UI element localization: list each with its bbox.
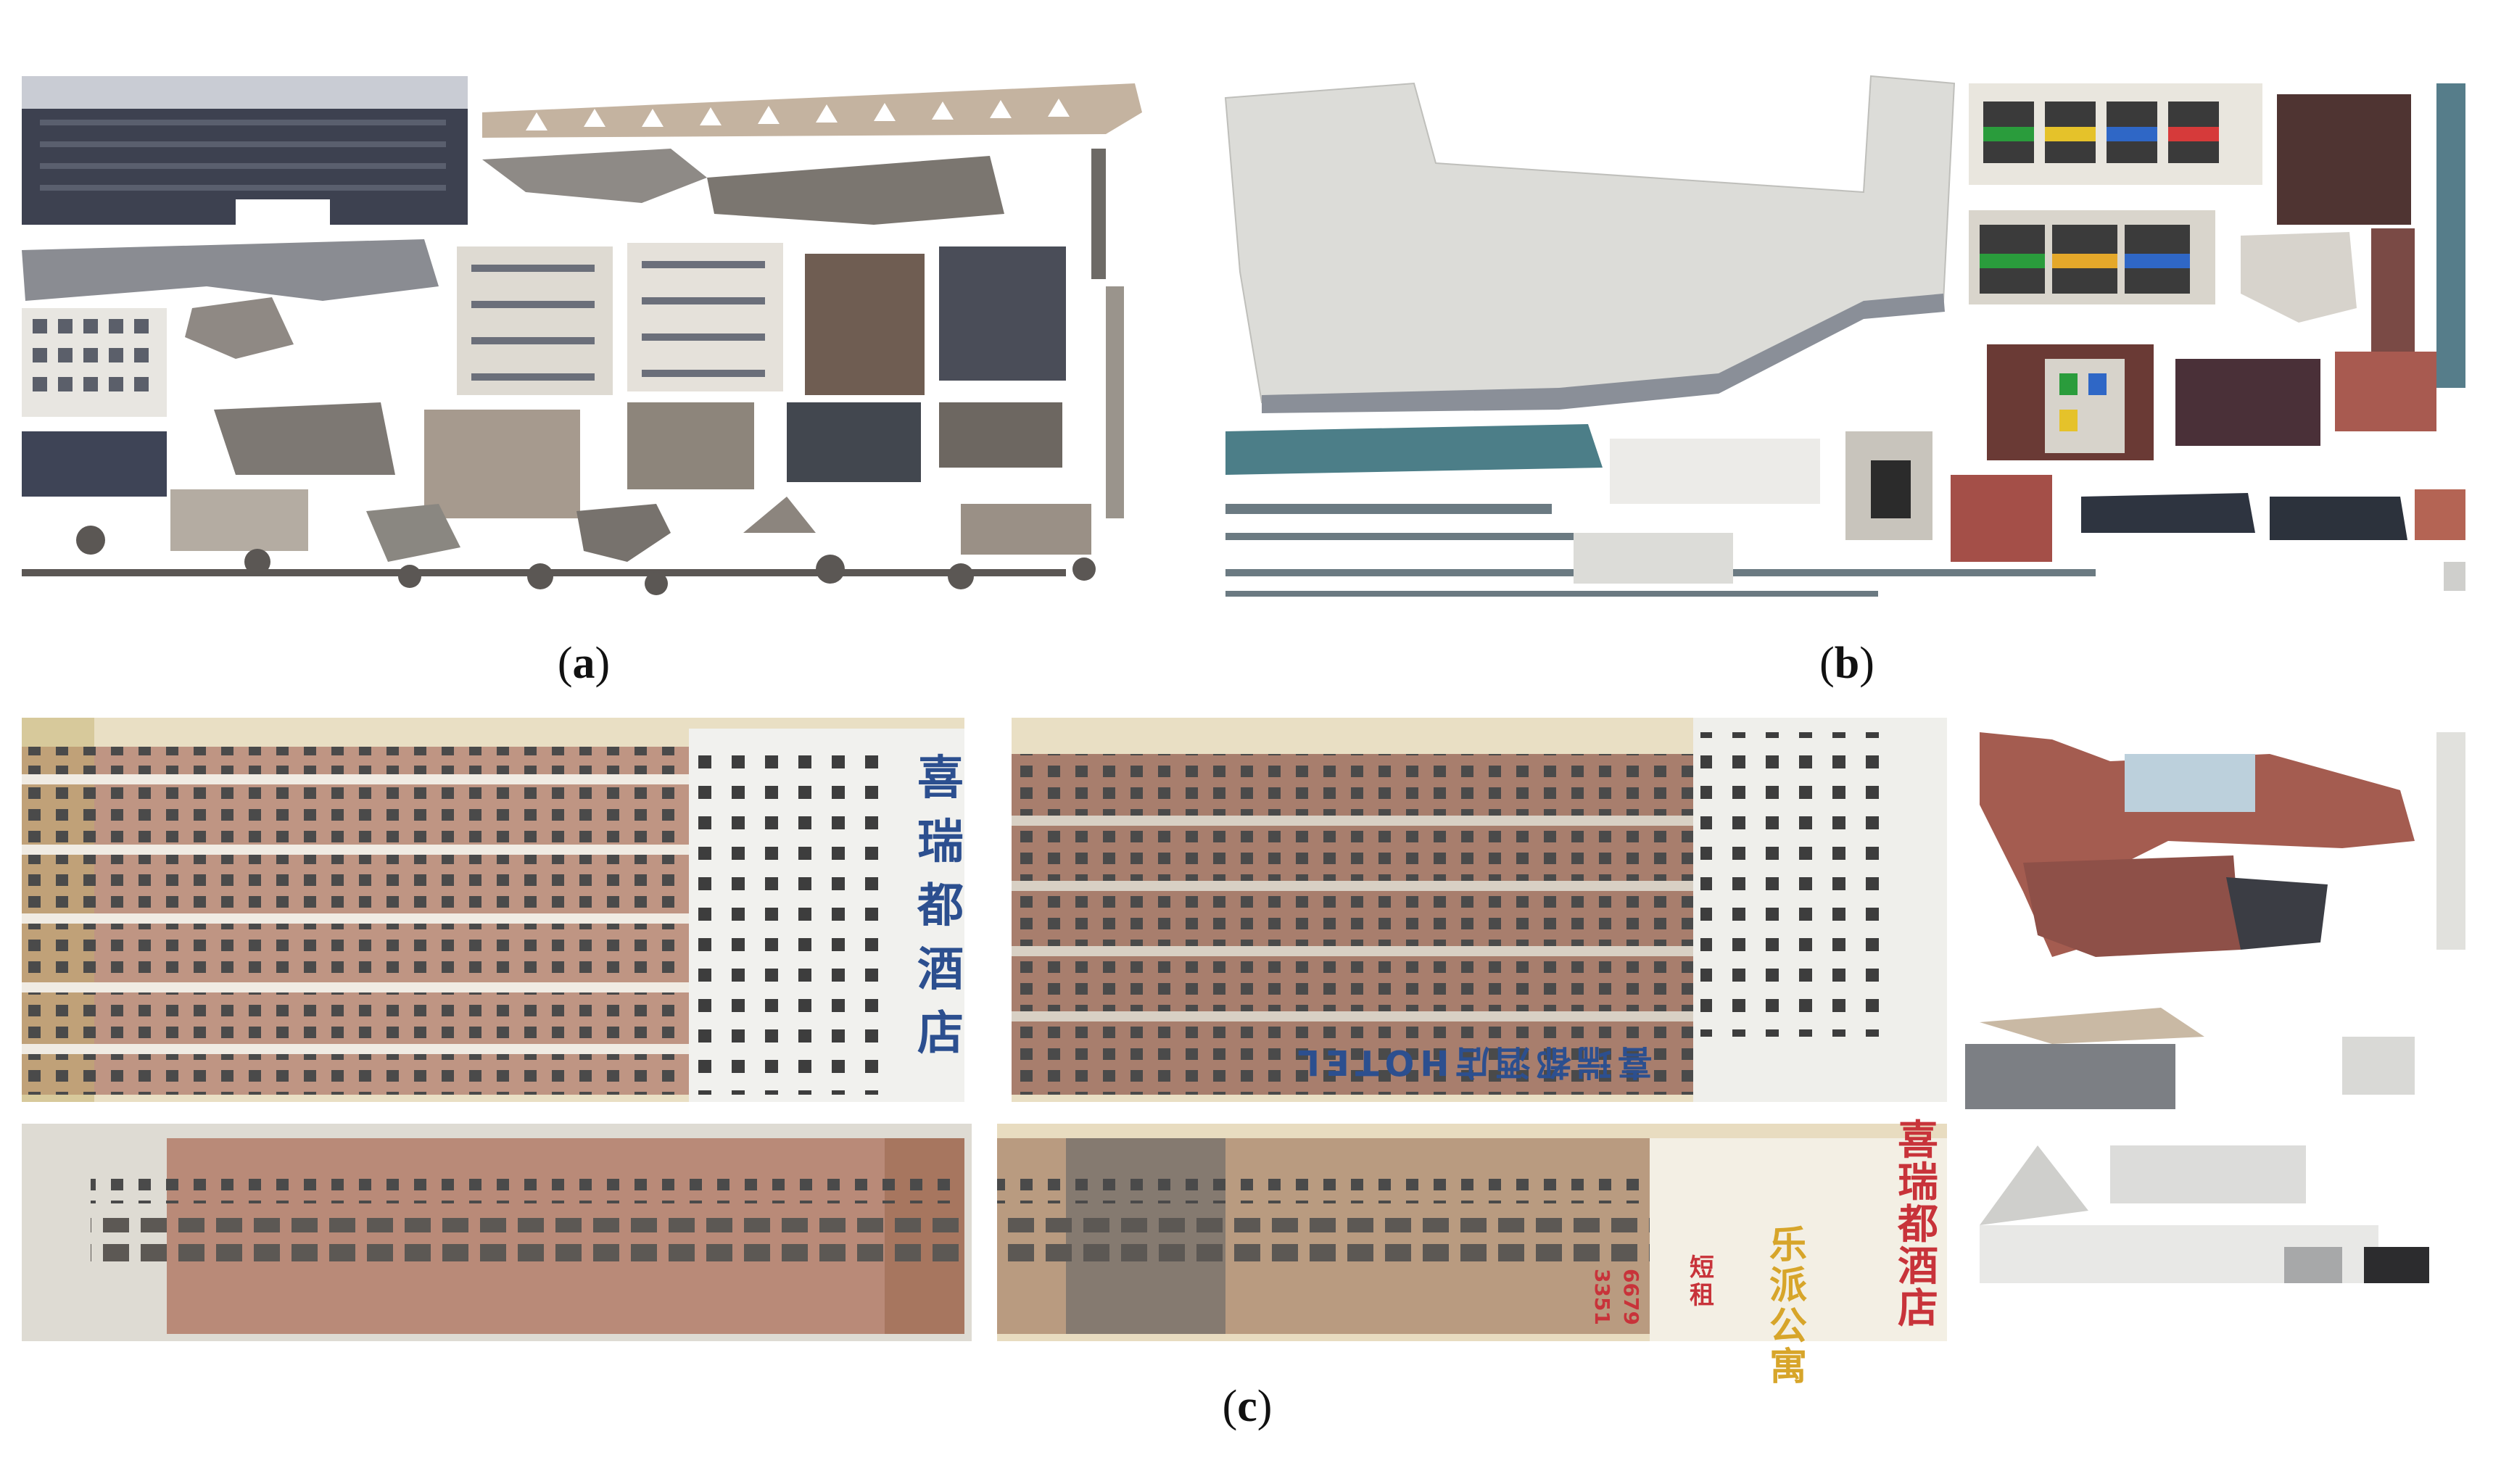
sign-char: 都	[917, 879, 964, 933]
caption-c-open: (	[1222, 1382, 1238, 1431]
caption-b-letter: b	[1834, 639, 1860, 688]
sign-apartment: 乐 派 公 寓	[1769, 1225, 1885, 1388]
sign-char: 瑞	[1898, 1159, 1938, 1206]
sign-phone-2: 3351	[1590, 1269, 1614, 1325]
sign-hotel-vertical-red: 喜 瑞 都 酒 店	[1893, 1120, 1943, 1330]
sign-char: 公	[1769, 1305, 1808, 1348]
sign-rent: 短 租	[1690, 1254, 1733, 1309]
caption-a-close: )	[595, 639, 611, 688]
panel-c-facade-textures: 喜 瑞 都 酒 店 喜瑞都酒店HOTEL 喜 瑞 都 酒 店 乐 派 公 寓 短…	[22, 718, 2480, 1388]
sign-hotel-vertical-blue: 喜 瑞 都 酒 店	[917, 747, 964, 1066]
sign-char: 派	[1769, 1264, 1808, 1308]
caption-b-close: )	[1859, 639, 1874, 688]
sign-char: 寓	[1769, 1346, 1808, 1389]
sign-char: 酒	[1898, 1243, 1938, 1290]
panel-b-texture-atlas	[1211, 69, 2473, 609]
sign-hotel-rotated: 喜瑞都酒店HOTEL	[1269, 1037, 1675, 1087]
sign-char: 店	[917, 1007, 964, 1061]
sign-phone-1-text: 6679	[1619, 1269, 1643, 1325]
sign-phone-1: 6679	[1619, 1269, 1643, 1325]
sign-char: 短	[1690, 1253, 1714, 1282]
panel-a-graphic	[22, 76, 1142, 595]
caption-a-letter: a	[572, 639, 595, 688]
sign-char: 瑞	[917, 816, 964, 869]
sign-phone-2-text: 3351	[1590, 1269, 1614, 1325]
caption-b: (b)	[1774, 638, 1919, 689]
panel-a-texture-atlas	[18, 69, 1157, 605]
caption-c: (c)	[1175, 1381, 1320, 1433]
panel-b-graphic	[1224, 75, 2465, 597]
sign-char: 乐	[1769, 1224, 1808, 1267]
sign-char: 店	[1898, 1285, 1938, 1332]
caption-c-letter: c	[1237, 1382, 1257, 1431]
sign-char: 喜	[917, 752, 964, 805]
caption-a-open: (	[557, 639, 573, 688]
caption-c-close: )	[1257, 1382, 1273, 1431]
caption-a: (a)	[511, 638, 656, 689]
sign-hotel-rotated-text: 喜瑞都酒店HOTEL	[1291, 1042, 1653, 1082]
sign-char: 酒	[917, 943, 964, 997]
panel-c-graphic	[22, 718, 2465, 1341]
sign-char: 租	[1690, 1281, 1714, 1310]
sign-char: 都	[1898, 1201, 1938, 1248]
sign-char: 喜	[1898, 1117, 1938, 1164]
caption-b-open: (	[1819, 639, 1835, 688]
